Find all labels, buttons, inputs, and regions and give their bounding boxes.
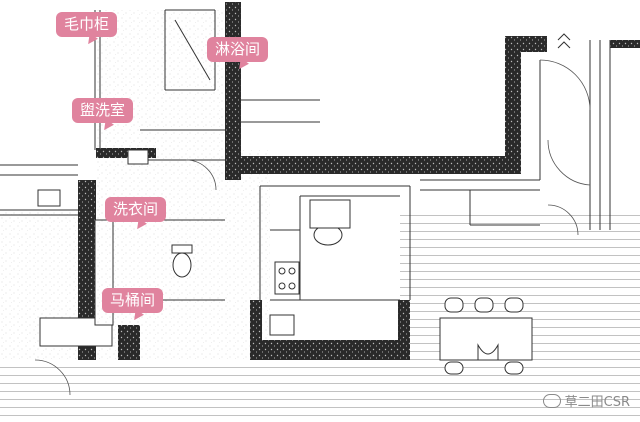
chair xyxy=(504,297,524,313)
stair-arrow xyxy=(557,33,571,49)
label-towel-cabinet: 毛巾柜 xyxy=(56,12,118,37)
chair xyxy=(504,361,524,375)
watermark: 草二田CSR xyxy=(542,391,630,410)
stove xyxy=(274,261,300,295)
sink-left xyxy=(37,189,61,207)
watermark-text: 草二田CSR xyxy=(564,395,630,410)
chair xyxy=(444,361,464,375)
toilet-tank xyxy=(171,244,193,254)
fixtures xyxy=(37,149,533,375)
lower-deck xyxy=(0,360,440,422)
high-chair xyxy=(477,343,499,361)
sink-cabinet xyxy=(309,199,351,229)
label-toilet-room: 马桶间 xyxy=(102,288,164,313)
toilet xyxy=(172,252,192,278)
oven xyxy=(269,314,295,336)
wechat-icon xyxy=(542,394,561,408)
label-washroom: 盥洗室 xyxy=(72,98,134,123)
dining-table xyxy=(439,317,533,361)
chair xyxy=(444,297,464,313)
door-swings xyxy=(34,59,591,396)
chair xyxy=(474,297,494,313)
label-laundry-room: 洗衣间 xyxy=(105,197,167,222)
label-shower-room: 淋浴间 xyxy=(207,37,269,62)
washbasin xyxy=(127,149,149,165)
